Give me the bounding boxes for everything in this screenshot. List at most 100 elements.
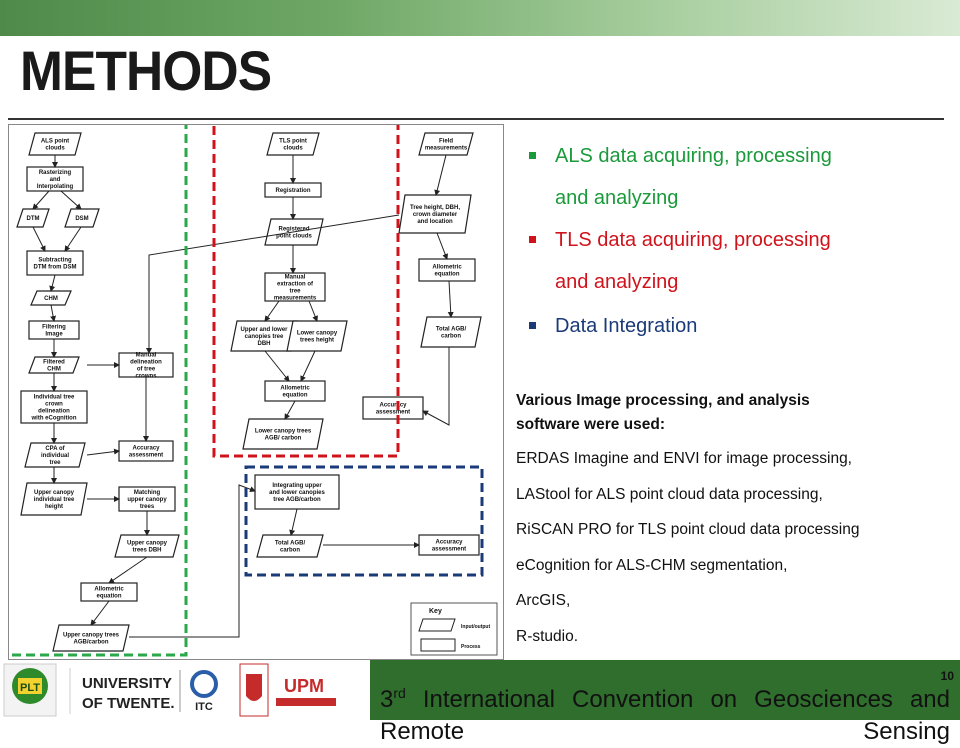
logo-strip: PLT UNIVERSITY OF TWENTE. ITC UPM: [0, 660, 370, 720]
key-io-label: Input/output: [461, 624, 490, 630]
upm-logo-text: UPM: [284, 676, 324, 696]
header-bar: [0, 0, 960, 36]
software-heading: Various Image processing, and analysis: [516, 392, 810, 409]
flow-node-label: Total AGB/carbon: [436, 327, 467, 340]
flow-arrow: [108, 556, 148, 584]
als-node-process: [26, 166, 84, 192]
flow-node-label: DSM: [75, 216, 88, 222]
flow-node-label: DTM: [27, 216, 40, 222]
bullet-square-icon: [529, 236, 536, 243]
bullet-text-continued: and analyzing: [555, 271, 679, 293]
conference-name: International Convention on Geosciences …: [380, 686, 950, 745]
flow-arrow: [90, 600, 110, 626]
key-title: Key: [429, 608, 442, 615]
bullet-text: TLS data acquiring, processing: [555, 229, 831, 251]
flow-arrow: [284, 400, 296, 420]
flow-arrow: [434, 154, 447, 196]
flow-arrow: [422, 347, 450, 426]
conference-title: 3rd International Convention on Geoscien…: [380, 677, 950, 748]
als-node-io: [20, 482, 88, 516]
software-item: ArcGIS,: [516, 592, 571, 609]
bullet-integration: Data Integration: [525, 305, 945, 347]
als-node-io: [16, 208, 50, 228]
upm-crest-icon: [246, 674, 262, 701]
title-divider: [8, 118, 944, 120]
key-io-shape: [418, 618, 456, 632]
integration-group-box: [244, 465, 484, 577]
field-node-io: [420, 316, 482, 348]
flow-arrow: [60, 190, 82, 210]
tls-node-io: [286, 320, 348, 352]
integration-node-process: [254, 474, 340, 510]
bullet-tls: TLS data acquiring, processing and analyz…: [525, 219, 945, 303]
software-heading-2: software were used:: [516, 416, 666, 433]
conference-ordinal: 3: [380, 686, 394, 713]
page-number: 10: [940, 669, 954, 683]
integration-node-io: [256, 534, 324, 558]
als-node-io: [28, 356, 80, 374]
bullet-square-icon: [529, 152, 536, 159]
software-item: eCognition for ALS-CHM segmentation,: [516, 556, 788, 574]
als-node-io: [24, 442, 86, 468]
flow-node-label: Registration: [275, 188, 310, 194]
flow-arrow: [264, 300, 280, 322]
flow-arrow: [50, 304, 57, 322]
flow-node-label: CHM: [44, 296, 58, 302]
key-process-shape: [420, 638, 456, 652]
tls-node-io: [266, 132, 320, 156]
page-title: METHODS: [20, 39, 272, 102]
bullet-text-continued: and analyzing: [555, 187, 679, 209]
conference-ordinal-suffix: rd: [393, 685, 406, 701]
bullet-square-icon: [529, 322, 536, 329]
flow-arrow: [64, 226, 82, 252]
software-item: RiSCAN PRO for TLS point cloud data proc…: [516, 521, 860, 538]
twente-logo-text: UNIVERSITY: [82, 675, 172, 692]
field-node-process: [362, 396, 424, 420]
software-item: ERDAS Imagine and ENVI for image process…: [516, 450, 852, 467]
flow-arrow: [86, 448, 120, 456]
flow-node-label: Total AGB/carbon: [275, 541, 306, 554]
als-node-io: [64, 208, 100, 228]
field-node-io: [418, 132, 474, 156]
flow-arrow: [146, 214, 400, 354]
key-process-label: Process: [461, 644, 481, 650]
key-legend-box: [410, 602, 498, 656]
als-group-box: [9, 125, 188, 657]
twente-logo-text-2: OF TWENTE.: [82, 695, 175, 712]
software-item: LAStool for ALS point cloud data process…: [516, 485, 823, 503]
software-item: R-studio.: [516, 627, 579, 645]
software-info: Various Image processing, and analysis s…: [516, 389, 956, 654]
als-node-io: [52, 624, 130, 652]
tls-group-box: [212, 125, 400, 458]
flow-arrow: [436, 232, 449, 260]
